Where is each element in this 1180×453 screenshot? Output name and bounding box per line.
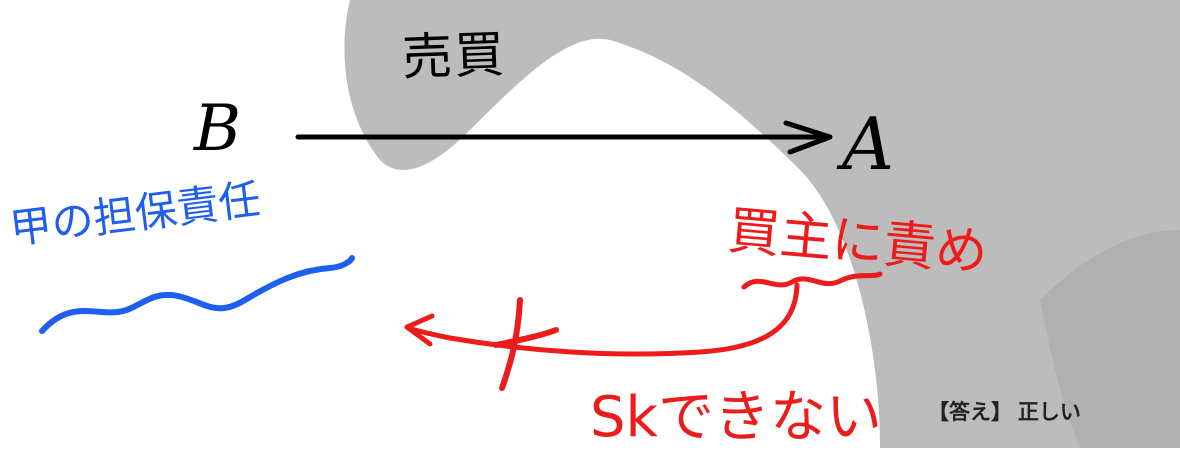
red-curved-arrow	[405, 282, 800, 357]
red-wavy-underline	[741, 271, 883, 290]
node-b-label: B	[194, 92, 242, 166]
node-a-label: A	[842, 102, 894, 186]
answer-label: 【答え】 正しい	[928, 401, 1081, 424]
background-silhouette-tail	[1040, 230, 1180, 448]
red-curved-arrow-head	[404, 313, 435, 347]
blue-wavy-underline	[39, 255, 355, 334]
red-cross-mark	[493, 297, 559, 391]
background-silhouette	[344, 0, 1180, 448]
diagram-title: 売買	[401, 25, 508, 87]
cannot-handwritten-note: Skできない	[590, 385, 882, 450]
transfer-arrow-head	[783, 120, 833, 155]
